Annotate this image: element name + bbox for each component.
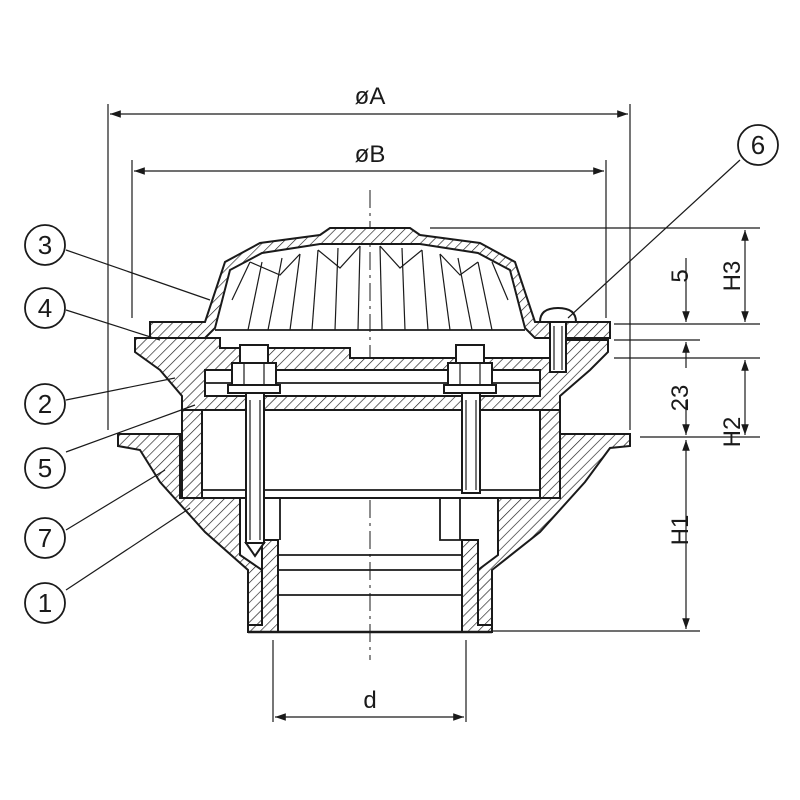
dimension-d: d <box>272 640 467 722</box>
vertical-dimensions: 5 23 H1 H3 H2 <box>430 227 760 632</box>
callout-7: 7 <box>24 517 66 559</box>
dimension-h1-label: H1 <box>667 515 694 546</box>
dimension-a: øA <box>107 83 631 430</box>
dimension-d-label: d <box>363 687 376 714</box>
callout-5: 5 <box>24 447 66 489</box>
callout-1: 1 <box>24 582 66 624</box>
callout-1-number: 1 <box>38 588 52 618</box>
dimension-5-label: 5 <box>667 269 694 282</box>
part-callouts: 3 4 2 5 7 1 6 <box>24 124 779 624</box>
fixing-screw <box>538 306 578 373</box>
drain-body <box>117 433 631 634</box>
dimension-23-label: 23 <box>667 385 694 412</box>
callout-4-number: 4 <box>38 293 52 323</box>
callout-5-number: 5 <box>38 453 52 483</box>
dimension-b: øB <box>131 141 607 318</box>
callout-2-number: 2 <box>38 389 52 419</box>
callout-6-number: 6 <box>751 130 765 160</box>
bolt-left <box>227 344 281 558</box>
dimension-b-label: øB <box>355 141 386 168</box>
dimension-h3-label: H3 <box>719 261 746 292</box>
callout-6: 6 <box>737 124 779 166</box>
dimension-a-label: øA <box>355 83 386 110</box>
dimension-h2-label: H2 <box>719 417 746 448</box>
dome-cover <box>149 227 611 339</box>
clamping-ring <box>181 409 561 499</box>
upper-flange <box>134 337 609 411</box>
callout-7-number: 7 <box>38 523 52 553</box>
callout-3-number: 3 <box>38 230 52 260</box>
bolt-right <box>443 344 497 494</box>
callout-3: 3 <box>24 224 66 266</box>
callout-2: 2 <box>24 383 66 425</box>
callout-4: 4 <box>24 287 66 329</box>
